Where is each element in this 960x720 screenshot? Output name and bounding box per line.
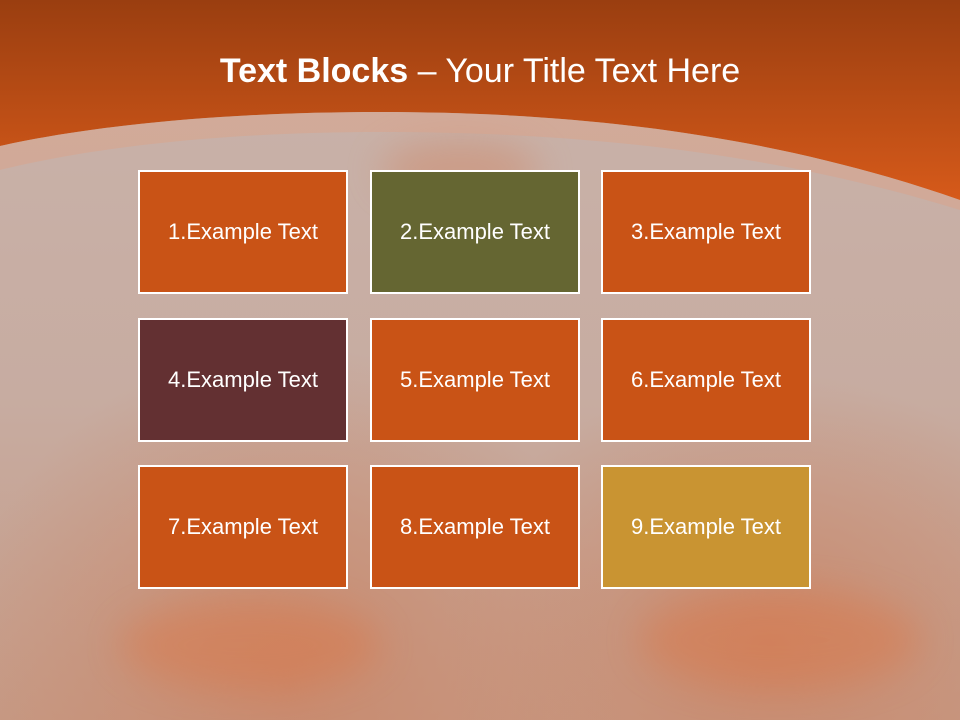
text-block-label: 4.Example Text	[167, 367, 318, 392]
text-block-9[interactable]: 9.Example Text	[601, 465, 811, 589]
text-block-7[interactable]: 7.Example Text	[138, 465, 348, 589]
title-bold: Text Blocks	[219, 52, 409, 90]
text-block-label: 9.Example Text	[630, 514, 781, 539]
text-block-2[interactable]: 2.Example Text	[370, 170, 580, 294]
text-block-label: 3.Example Text	[630, 219, 781, 244]
header-band	[0, 0, 960, 210]
text-block-label: 6.Example Text	[630, 367, 781, 392]
text-block-label: 8.Example Text	[399, 514, 550, 539]
text-block-6[interactable]: 6.Example Text	[601, 318, 811, 442]
text-block-label: 5.Example Text	[399, 367, 550, 392]
text-block-1[interactable]: 1.Example Text	[138, 170, 348, 294]
text-block-label: 2.Example Text	[399, 219, 550, 244]
text-block-5[interactable]: 5.Example Text	[370, 318, 580, 442]
title-dash: –	[408, 52, 446, 90]
text-block-label: 1.Example Text	[167, 219, 318, 244]
title-text: Your Title Text Here	[445, 52, 741, 90]
background-glow	[640, 590, 920, 690]
text-block-label: 7.Example Text	[167, 514, 318, 539]
text-block-8[interactable]: 8.Example Text	[370, 465, 580, 589]
text-block-4[interactable]: 4.Example Text	[138, 318, 348, 442]
text-block-3[interactable]: 3.Example Text	[601, 170, 811, 294]
background-glow	[120, 600, 380, 690]
page-title: Text Blocks – Your Title Text Here	[0, 52, 960, 91]
